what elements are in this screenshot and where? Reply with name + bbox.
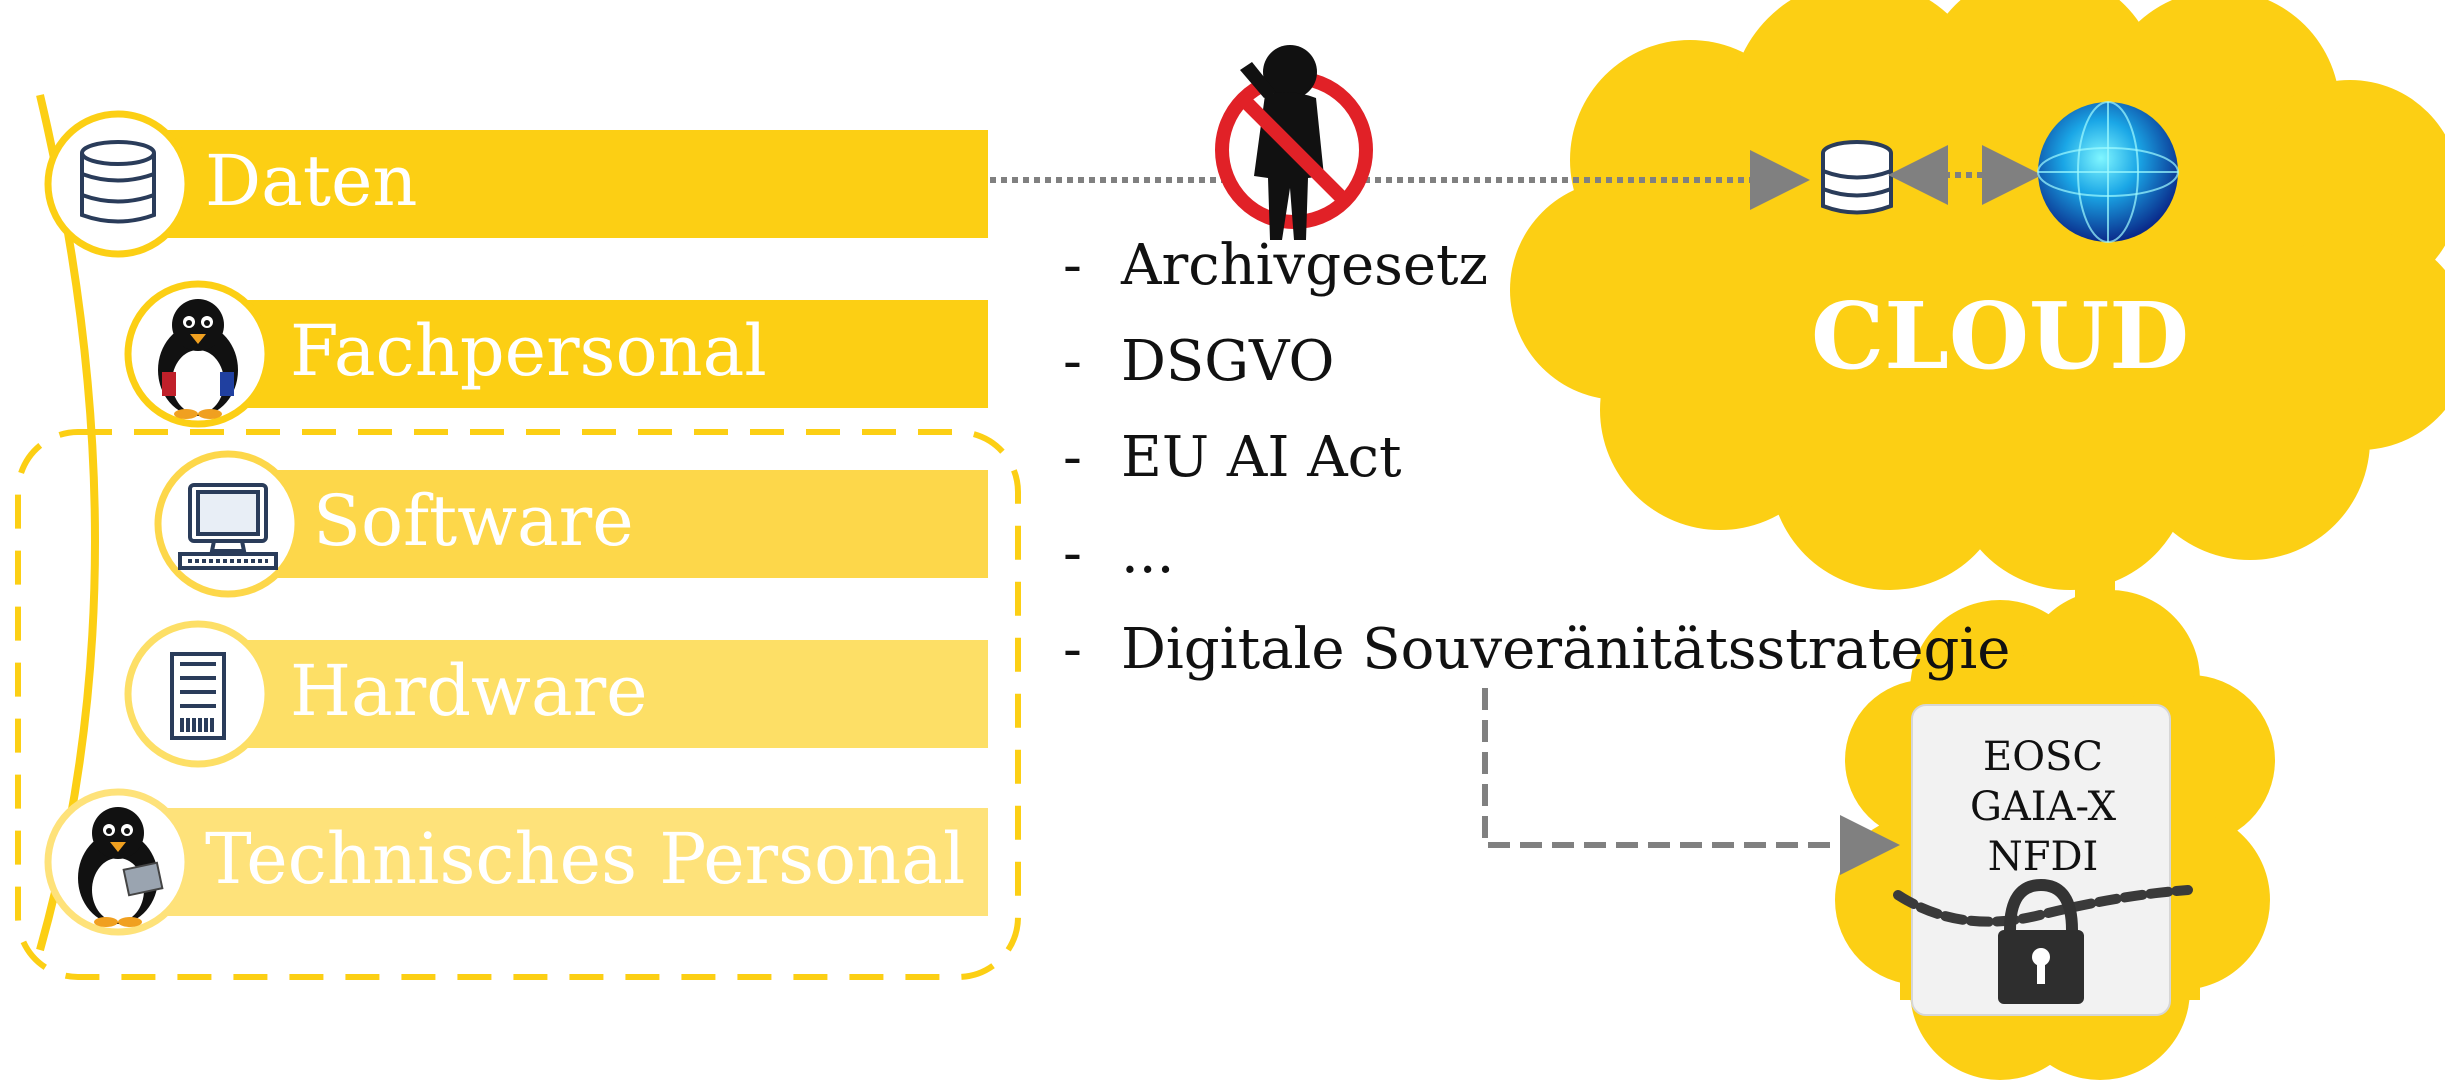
penguin-laptop-icon (78, 807, 164, 927)
no-access-person-icon (1215, 45, 1373, 240)
cloud-database-icon (1821, 140, 1893, 215)
bar-hardware (210, 640, 988, 748)
bar-fachpersonal (210, 300, 988, 408)
globe-icon (2037, 101, 2179, 243)
sovereign-box (1911, 704, 2171, 1016)
strategy-arrow (1482, 688, 1900, 875)
database-icon (80, 140, 156, 224)
badge-daten (44, 110, 192, 258)
bar-technisches-personal (130, 808, 988, 916)
bar-software (240, 470, 988, 578)
penguin-icon (158, 299, 238, 419)
cloud-shape (1510, 0, 2445, 590)
server-icon (170, 652, 226, 740)
dashed-group (15, 429, 1021, 980)
padlock-chain-icon (1893, 878, 2193, 1004)
bar-daten (130, 130, 988, 238)
computer-icon (178, 483, 278, 570)
